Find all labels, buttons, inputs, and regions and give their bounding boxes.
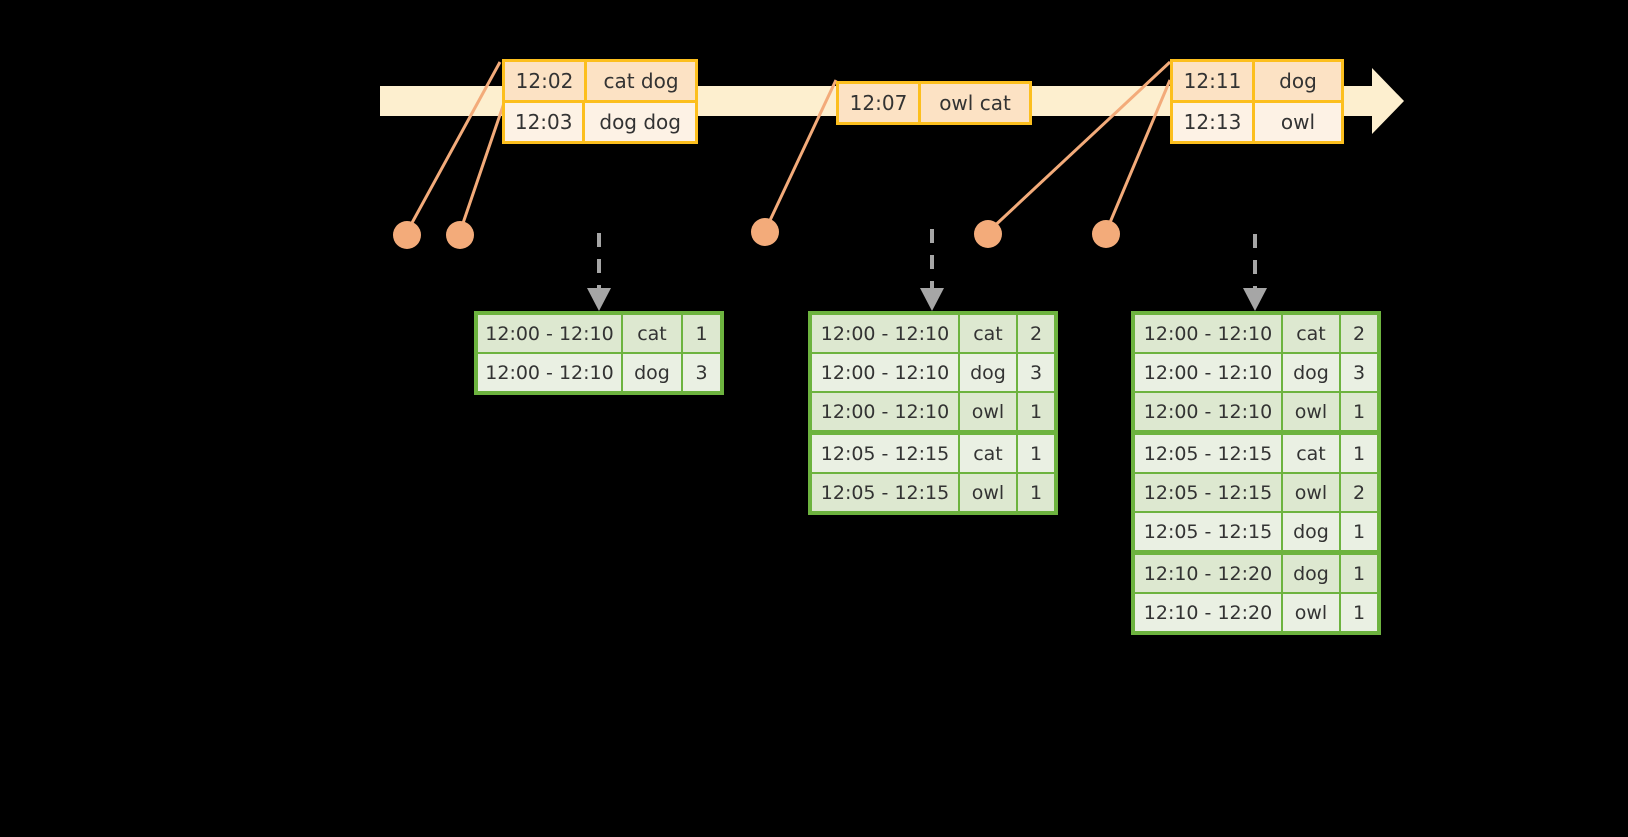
event-row: 12:07 owl cat bbox=[839, 84, 1029, 122]
word-cell: cat bbox=[960, 315, 1018, 352]
event-markers bbox=[393, 218, 1120, 249]
trigger-arrow-2-head bbox=[920, 288, 944, 311]
window-cell: 12:00 - 12:10 bbox=[812, 354, 960, 391]
count-cell: 1 bbox=[1352, 442, 1366, 465]
event-row: 12:13 owl bbox=[1173, 100, 1341, 141]
count-cell: 1 bbox=[1029, 442, 1043, 465]
window-cell: 12:05 - 12:15 bbox=[812, 474, 960, 511]
window-cell: 12:05 - 12:15 bbox=[812, 435, 960, 472]
count-cell: 1 bbox=[1352, 520, 1366, 543]
event-row: 12:02 cat dog bbox=[505, 62, 695, 100]
event-time: 12:02 bbox=[505, 62, 587, 100]
event-time: 12:07 bbox=[839, 84, 921, 122]
table-row: 12:00 - 12:10 cat 1 bbox=[478, 315, 720, 352]
word-cell: owl bbox=[960, 474, 1018, 511]
window-cell: 12:00 - 12:10 bbox=[812, 315, 960, 352]
table-row: 12:00 - 12:10 dog 3 bbox=[812, 352, 1054, 391]
table-row: 12:05 - 12:15 owl 1 bbox=[812, 472, 1054, 511]
event-time: 12:11 bbox=[1173, 62, 1255, 100]
word-cell: dog bbox=[960, 354, 1018, 391]
window-cell: 12:00 - 12:10 bbox=[478, 354, 623, 391]
word-cell: cat bbox=[623, 315, 683, 352]
event-words: owl bbox=[1280, 110, 1316, 134]
event-marker-12-02 bbox=[393, 221, 421, 249]
event-time: 12:13 bbox=[1173, 103, 1255, 141]
word-cell: dog bbox=[1283, 555, 1341, 592]
window-cell: 12:05 - 12:15 bbox=[1135, 513, 1283, 550]
result-table-3[interactable]: 12:00 - 12:10 cat 2 12:00 - 12:10 dog 3 … bbox=[1131, 311, 1381, 635]
trigger-arrow-heads bbox=[587, 288, 1267, 311]
window-cell: 12:05 - 12:15 bbox=[1135, 435, 1283, 472]
word-cell: cat bbox=[1283, 315, 1341, 352]
word-cell: cat bbox=[1283, 435, 1341, 472]
word-cell: owl bbox=[1283, 594, 1341, 631]
word-cell: dog bbox=[1283, 354, 1341, 391]
word-cell: owl bbox=[1283, 474, 1341, 511]
table-row: 12:05 - 12:15 cat 1 bbox=[812, 430, 1054, 472]
table-row: 12:00 - 12:10 cat 2 bbox=[1135, 315, 1377, 352]
event-marker-12-03 bbox=[446, 221, 474, 249]
event-words: cat dog bbox=[603, 69, 679, 93]
word-cell: cat bbox=[960, 435, 1018, 472]
event-words: owl cat bbox=[939, 91, 1011, 115]
event-group-1[interactable]: 12:02 cat dog 12:03 dog dog bbox=[502, 59, 698, 144]
word-cell: owl bbox=[960, 393, 1018, 430]
word-cell: dog bbox=[1283, 513, 1341, 550]
count-cell: 1 bbox=[1352, 601, 1366, 624]
window-cell: 12:00 - 12:10 bbox=[1135, 354, 1283, 391]
window-cell: 12:05 - 12:15 bbox=[1135, 474, 1283, 511]
window-cell: 12:00 - 12:10 bbox=[1135, 315, 1283, 352]
event-marker-12-07 bbox=[751, 218, 779, 246]
table-row: 12:10 - 12:20 owl 1 bbox=[1135, 592, 1377, 631]
table-row: 12:00 - 12:10 owl 1 bbox=[1135, 391, 1377, 430]
event-marker-12-11 bbox=[974, 220, 1002, 248]
window-cell: 12:00 - 12:10 bbox=[1135, 393, 1283, 430]
window-cell: 12:10 - 12:20 bbox=[1135, 555, 1283, 592]
count-cell: 1 bbox=[1029, 400, 1043, 423]
event-marker-12-13 bbox=[1092, 220, 1120, 248]
table-row: 12:05 - 12:15 cat 1 bbox=[1135, 430, 1377, 472]
count-cell: 3 bbox=[695, 361, 708, 384]
result-table-2[interactable]: 12:00 - 12:10 cat 2 12:00 - 12:10 dog 3 … bbox=[808, 311, 1058, 515]
count-cell: 3 bbox=[1029, 361, 1043, 384]
count-cell: 1 bbox=[1352, 562, 1366, 585]
word-cell: dog bbox=[623, 354, 683, 391]
table-row: 12:10 - 12:20 dog 1 bbox=[1135, 550, 1377, 592]
event-row: 12:11 dog bbox=[1173, 62, 1341, 100]
event-words: dog dog bbox=[599, 110, 681, 134]
window-cell: 12:00 - 12:10 bbox=[478, 315, 623, 352]
word-cell: owl bbox=[1283, 393, 1341, 430]
table-row: 12:00 - 12:10 owl 1 bbox=[812, 391, 1054, 430]
trigger-arrow-3-head bbox=[1243, 288, 1267, 311]
table-row: 12:00 - 12:10 dog 3 bbox=[1135, 352, 1377, 391]
table-row: 12:05 - 12:15 dog 1 bbox=[1135, 511, 1377, 550]
trigger-arrow-shafts bbox=[597, 229, 1257, 292]
count-cell: 1 bbox=[695, 322, 708, 345]
count-cell: 2 bbox=[1029, 322, 1043, 345]
table-row: 12:05 - 12:15 owl 2 bbox=[1135, 472, 1377, 511]
event-group-3[interactable]: 12:11 dog 12:13 owl bbox=[1170, 59, 1344, 144]
table-row: 12:00 - 12:10 dog 3 bbox=[478, 352, 720, 391]
event-words: dog bbox=[1279, 69, 1317, 93]
count-cell: 3 bbox=[1352, 361, 1366, 384]
count-cell: 2 bbox=[1352, 481, 1366, 504]
window-cell: 12:10 - 12:20 bbox=[1135, 594, 1283, 631]
result-table-1[interactable]: 12:00 - 12:10 cat 1 12:00 - 12:10 dog 3 bbox=[474, 311, 724, 395]
event-row: 12:03 dog dog bbox=[505, 100, 695, 141]
count-cell: 2 bbox=[1352, 322, 1366, 345]
event-group-2[interactable]: 12:07 owl cat bbox=[836, 81, 1032, 125]
table-row: 12:00 - 12:10 cat 2 bbox=[812, 315, 1054, 352]
window-cell: 12:00 - 12:10 bbox=[812, 393, 960, 430]
event-time: 12:03 bbox=[505, 103, 586, 141]
count-cell: 1 bbox=[1029, 481, 1043, 504]
trigger-arrow-1-head bbox=[587, 288, 611, 311]
count-cell: 1 bbox=[1352, 400, 1366, 423]
